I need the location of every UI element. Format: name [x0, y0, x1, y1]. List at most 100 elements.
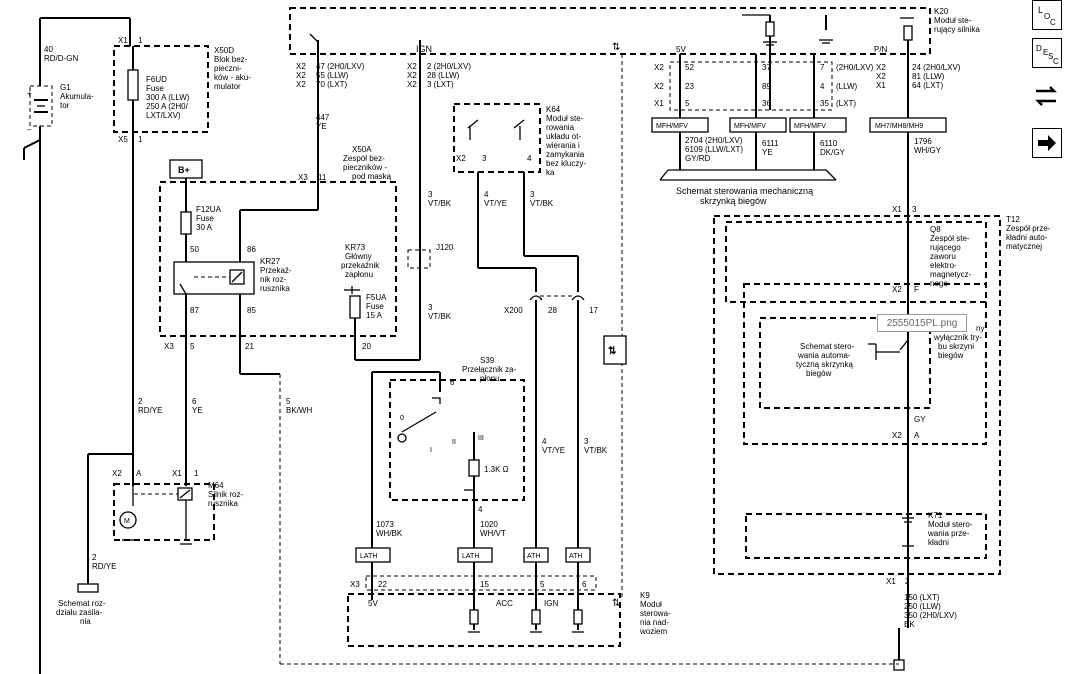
diagram-label: GY/RD	[685, 154, 711, 163]
diagram-label: 5V	[368, 599, 378, 608]
diagram-label: I	[430, 447, 432, 454]
diagram-label: LATH	[462, 553, 479, 560]
diagram-label: 37	[762, 63, 771, 72]
diagram-label: B+	[178, 165, 190, 175]
diagram-label: ka	[546, 168, 555, 177]
k64-block: X2 3 4 K64 Moduł ste- rowania układu ot-…	[407, 103, 627, 548]
diagram-label: A	[136, 469, 142, 478]
diagram-label: 21	[245, 342, 254, 351]
diagram-label: rusznika	[260, 284, 290, 293]
diagram-label: biegów	[938, 351, 964, 360]
diagram-label: VT/BK	[584, 446, 608, 455]
diagram-label: X50A	[352, 145, 372, 154]
diagram-label: Schemat stero-	[800, 342, 855, 351]
diagram-label: X2	[407, 80, 417, 89]
diagram-label: 6	[450, 378, 455, 387]
diagram-label: X1	[654, 99, 664, 108]
diagram-label: nego	[930, 279, 948, 288]
diagram-label: Zespół ste-	[930, 234, 970, 243]
diagram-label: 3	[428, 303, 433, 312]
diagram-label: X1	[172, 469, 182, 478]
arrow-right-icon[interactable]	[1032, 128, 1062, 158]
diagram-label: nik roz-	[260, 275, 287, 284]
diagram-label: Główny	[345, 252, 372, 261]
diagram-label: wyłącznik try-	[933, 333, 982, 342]
diagram-label: 64 (LXT)	[912, 81, 943, 90]
diagram-label: magnetycz-	[930, 270, 972, 279]
diagram-label: X2	[892, 285, 902, 294]
diagram-label: 50	[190, 245, 199, 254]
diagram-label: 35	[820, 99, 829, 108]
diagram-label: 70 (LXT)	[316, 80, 347, 89]
diagram-label: X200	[504, 306, 523, 315]
diagram-label: rującego	[930, 243, 961, 252]
diagram-label: 150 (LXT)	[904, 593, 940, 602]
diagram-label: YE	[316, 122, 327, 131]
diagram-label: zamykania	[546, 150, 585, 159]
diagram-label: 5V	[676, 45, 686, 54]
diagram-label: ATH	[569, 553, 582, 560]
diagram-label: bez kluczy-	[546, 159, 586, 168]
diagram-label: 0	[400, 415, 404, 422]
svg-text:S: S	[1048, 52, 1053, 61]
diagram-label: biegów	[806, 369, 832, 378]
diagram-label: matycznej	[1006, 242, 1042, 251]
diagram-label: X50D	[214, 46, 234, 55]
diagram-label: 1.3K Ω	[484, 465, 509, 474]
diagram-label: 300 A (LLW)	[146, 93, 190, 102]
diagram-label: 30 A	[196, 223, 213, 232]
diagram-label: Silnik roz-	[208, 490, 243, 499]
diagram-label: F6UD	[146, 75, 167, 84]
g1-label: G1	[60, 83, 71, 92]
diagram-label: 3	[482, 154, 487, 163]
diagram-label: 5	[286, 397, 291, 406]
diagram-label: MH7/MH8/MH9	[875, 123, 923, 130]
diagram-label: 250 A (2H0/	[146, 102, 189, 111]
diagram-label: X2	[296, 80, 306, 89]
swap-icon[interactable]	[1032, 82, 1062, 112]
diagram-label: ⇅	[608, 346, 617, 357]
diagram-label: MFH/MFV	[656, 123, 688, 130]
diagram-label: MFH/MFV	[794, 123, 826, 130]
diagram-label: 1796	[914, 137, 932, 146]
s39-block: 6 S39 Przełącznik za- płonu 0 I II III 1…	[371, 356, 608, 548]
diagram-label: 6	[192, 397, 197, 406]
diagram-label: +	[27, 89, 32, 98]
diagram-label: 6111	[762, 139, 779, 148]
diagram-label: X2	[876, 63, 886, 72]
diagram-label: Fuse	[146, 84, 164, 93]
diagram-label: X1	[892, 205, 902, 214]
diagram-label: MFH/MFV	[734, 123, 766, 130]
battery-section: + – G1 Akumula- tor 40 RD/D-GN	[23, 17, 131, 674]
diagram-label: Moduł ste-	[934, 16, 972, 25]
diagram-label: T12	[1006, 215, 1020, 224]
diagram-label: mulator	[214, 82, 241, 91]
diagram-label: rujący silnika	[934, 25, 980, 34]
diagram-label: ⇅	[612, 598, 620, 609]
diagram-label: F12UA	[196, 205, 222, 214]
diagram-label: (2H0/LXV)	[836, 63, 874, 72]
diagram-label: 85	[247, 306, 256, 315]
diagram-label: VT/BK	[530, 199, 554, 208]
diagram-label: skrzynką biegów	[700, 196, 767, 206]
diagram-label: 17	[589, 306, 598, 315]
image-filename-label: 2555015PL.png	[877, 314, 967, 332]
diagram-label: 4	[542, 437, 547, 446]
diagram-label: 1	[138, 36, 143, 45]
diagram-label: 15	[480, 580, 489, 589]
diagram-label: woziem	[639, 627, 667, 636]
diagram-label: sterowa-	[640, 609, 671, 618]
diagram-label: 3	[428, 190, 433, 199]
diagram-label: 4	[484, 190, 489, 199]
diagram-label: J120	[436, 243, 454, 252]
svg-text:L: L	[1038, 5, 1043, 15]
diagram-label: pod maską	[352, 172, 392, 181]
diagram-label: Fuse	[366, 302, 384, 311]
diagram-label: 1	[194, 469, 199, 478]
diagram-label: (LLW)	[836, 82, 858, 91]
diagram-label: WH/BK	[376, 529, 403, 538]
diagram-label: VT/BK	[428, 312, 452, 321]
diagram-label: RD/YE	[92, 562, 116, 571]
